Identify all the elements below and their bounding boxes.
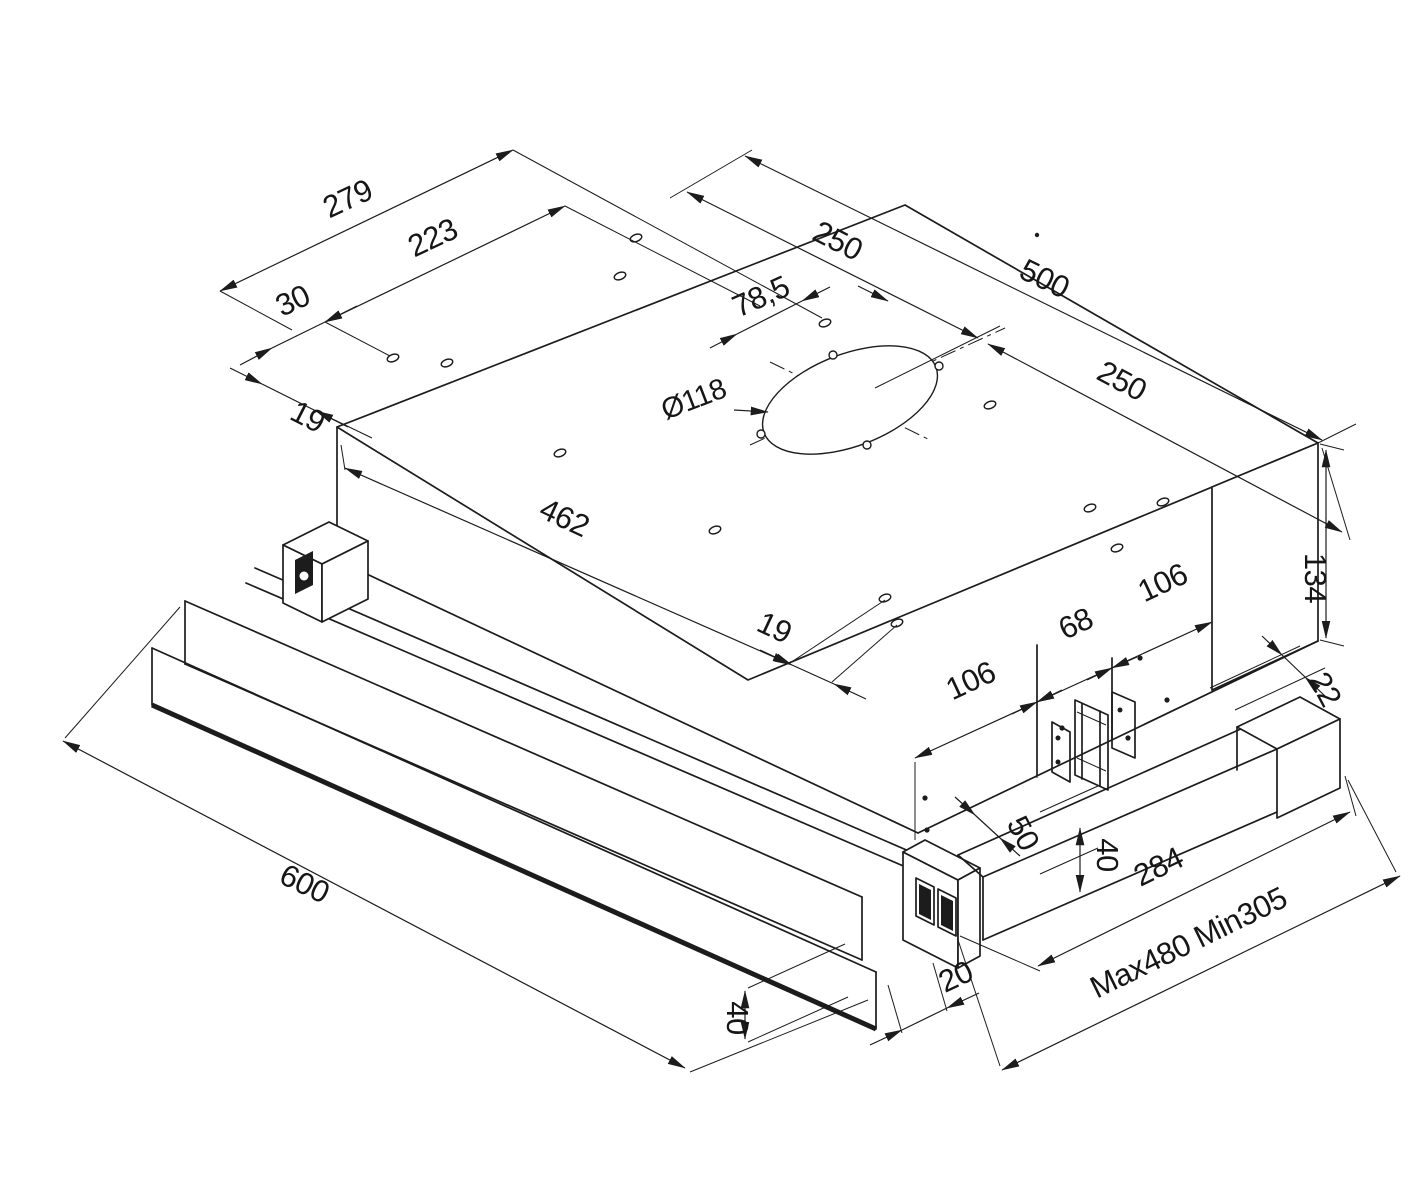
dim-label-50: 50 <box>1000 810 1047 856</box>
terminal-box <box>282 521 369 623</box>
switch-box <box>902 839 981 969</box>
panel-hole <box>922 795 928 801</box>
dim-label-68: 68 <box>1053 601 1098 647</box>
bar-left-cap-top <box>957 854 984 878</box>
glass-front-edge <box>150 702 878 1032</box>
glass-top-edge <box>151 647 877 973</box>
dim-label-106-b: 106 <box>1132 556 1192 609</box>
dimensions <box>62 149 1401 1073</box>
dimension-19-left <box>229 367 373 439</box>
dim-label-19-left: 19 <box>285 393 331 439</box>
dimension-462 <box>340 444 791 665</box>
dim-label-223: 223 <box>402 211 462 264</box>
chimney-block <box>1236 696 1341 819</box>
screw-hole <box>878 593 892 603</box>
duct-tab-1 <box>756 429 766 439</box>
bracket-hole <box>1055 735 1061 741</box>
socket-pin <box>299 571 309 581</box>
panel-hole <box>1164 697 1170 703</box>
dimension-30 <box>239 305 358 366</box>
duct-tab-2 <box>934 361 944 371</box>
dim-label-106-a: 106 <box>940 654 1000 707</box>
dimension-78-5 <box>709 285 889 349</box>
bracket-plate-left <box>1051 721 1071 783</box>
mounting-bracket <box>1051 691 1136 791</box>
duct-tab-4 <box>828 350 838 360</box>
screw-hole <box>386 353 400 363</box>
screw-hole <box>613 271 627 281</box>
dim-label-284: 284 <box>1128 840 1189 894</box>
dim-label-600: 600 <box>274 857 335 911</box>
screw-hole <box>1110 543 1124 553</box>
dim-label-134: 134 <box>1298 553 1333 603</box>
rocker-switch-2 <box>937 888 957 937</box>
dimension-106-68-106 <box>914 621 1213 840</box>
bracket-diag-1 <box>1076 757 1107 772</box>
dim-label-30: 30 <box>270 277 315 323</box>
panel-hole <box>1125 735 1131 741</box>
screw-hole <box>553 448 567 458</box>
screw-hole <box>629 233 643 243</box>
dim-label-40-duct: 40 <box>1090 838 1125 872</box>
screw-hole <box>890 618 904 628</box>
dimension-40-visor <box>740 943 849 1043</box>
rocker-switch-1 <box>915 877 935 926</box>
dim-label-279: 279 <box>317 172 377 225</box>
dimension-22 <box>1209 635 1326 711</box>
switch-box-right <box>957 867 981 969</box>
bracket-hole <box>1117 707 1123 713</box>
dimension-118-leader <box>733 406 769 416</box>
duct-tab-3 <box>862 440 872 450</box>
block-front-face <box>1276 718 1341 819</box>
rocker-switch-1-key <box>919 884 931 920</box>
dimension-max480-min305 <box>957 779 1401 1071</box>
screw-hole <box>440 358 454 368</box>
dimension-50 <box>954 796 1021 857</box>
bracket-hole <box>1055 759 1061 765</box>
dimension-19-middle <box>759 599 898 700</box>
panel-hole <box>924 827 930 833</box>
rocker-switch-2-key <box>941 895 953 931</box>
bracket-plate-right <box>1111 691 1136 759</box>
hood-housing <box>336 204 1319 834</box>
dimension-600 <box>62 606 869 1073</box>
dimension-20 <box>869 962 980 1046</box>
stray-dot <box>1034 232 1040 238</box>
dim-label-40-visor: 40 <box>720 1001 755 1035</box>
dimension-134 <box>1319 443 1345 647</box>
dim-label-max480-min305: Max480 Min305 <box>1085 880 1293 1005</box>
